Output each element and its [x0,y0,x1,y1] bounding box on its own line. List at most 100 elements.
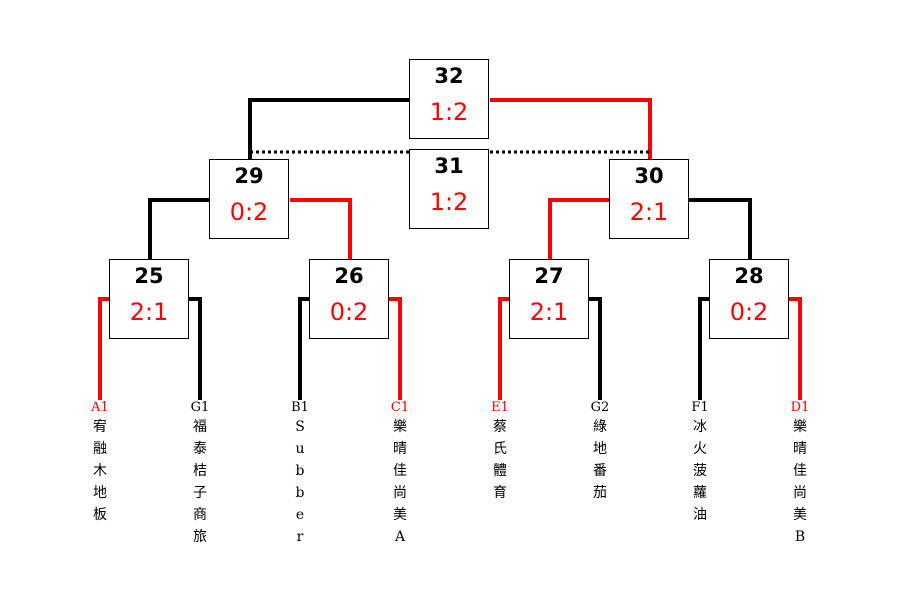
team-name-char: S [295,419,305,435]
bracket-line-30-to-32 [490,98,652,159]
match-number: 29 [234,164,264,188]
match-number: 32 [434,64,464,88]
team-name-char: 商 [193,507,207,523]
bracket-line-27-to-30 [548,198,609,259]
team-code: G1 [190,400,210,415]
bracket-line-28-to-30 [689,198,752,259]
match-box-32: 32 1:2 [409,59,489,139]
team-name-char: 晴 [393,441,407,457]
bracket-line-d1 [789,297,802,400]
team-a1: A1 宥融木地板 [85,400,115,526]
match-box-28: 28 0:2 [709,259,789,339]
team-code: B1 [291,400,309,415]
team-name-char: 美 [393,507,407,523]
team-code: D1 [790,400,810,415]
team-name-char: 菠 [693,463,707,479]
match-box-30: 30 2:1 [609,159,689,239]
team-name-char: 綠 [593,419,607,435]
team-name-char: 尚 [793,485,807,501]
match-box-31: 31 1:2 [409,149,489,229]
team-name-char: 蘿 [693,485,707,501]
team-name-char: 子 [193,485,207,501]
team-name-char: 桔 [193,463,207,479]
match-score: 1:2 [429,98,469,126]
team-name-char: 晴 [793,441,807,457]
team-name-char: 冰 [693,419,707,435]
team-f1: F1 冰火菠蘿油 [685,400,715,526]
team-name-char: 板 [93,507,107,523]
match-score: 0:2 [729,298,769,326]
team-e1: E1 蔡氏體育 [485,400,515,504]
team-code: C1 [390,400,410,415]
bracket-line-g2 [589,297,602,400]
match-number: 25 [134,264,164,288]
team-name-char: 育 [493,485,507,501]
team-name-char: 樂 [793,419,807,435]
team-name-char: 融 [93,441,107,457]
match-number: 27 [534,264,564,288]
team-name: 宥融木地板 [85,416,115,526]
match-score: 0:2 [329,298,369,326]
match-number: 30 [634,164,664,188]
team-name-char: 泰 [193,441,207,457]
match-number: 26 [334,264,364,288]
team-name-char: 佳 [793,463,807,479]
team-name-char: B [794,529,806,545]
team-name-char: b [295,485,305,501]
team-name: 福泰桔子商旅 [185,416,215,548]
bracket-line-c1 [389,297,402,400]
team-name-char: 尚 [393,485,407,501]
team-name-char: 地 [593,441,607,457]
team-name-char: 氏 [493,441,507,457]
bracket-line-e1 [498,297,509,400]
team-g2: G2 綠地番茄 [585,400,615,504]
team-name-char: A [394,529,406,545]
team-code: E1 [491,400,509,415]
team-name-char: 油 [693,507,707,523]
bracket-line-29-to-32 [248,98,409,159]
team-name: 綠地番茄 [585,416,615,504]
team-name-char: 旅 [193,529,207,545]
team-name-char: e [295,507,305,523]
team-name-char: 體 [493,463,507,479]
team-name: 冰火菠蘿油 [685,416,715,526]
team-name: 蔡氏體育 [485,416,515,504]
match-box-25: 25 2:1 [109,259,189,339]
bracket-line-26-to-29 [290,198,352,259]
team-name-char: 地 [93,485,107,501]
match-box-26: 26 0:2 [309,259,389,339]
team-name-char: 火 [693,441,707,457]
team-name-char: 宥 [93,419,107,435]
team-name-char: 美 [793,507,807,523]
match-number: 31 [434,154,464,178]
bracket-line-f1 [698,297,709,400]
bracket-line-g1 [189,297,202,400]
match-box-29: 29 0:2 [209,159,289,239]
team-g1: G1 福泰桔子商旅 [185,400,215,548]
team-name-char: r [296,529,304,545]
team-name-char: 茄 [593,485,607,501]
team-name-char: 木 [93,463,107,479]
team-name-char: u [295,441,305,457]
team-name-char: 蔡 [493,419,507,435]
match-score: 0:2 [229,198,269,226]
match-box-27: 27 2:1 [509,259,589,339]
bracket-line-a1 [98,297,109,400]
team-name-char: 番 [593,463,607,479]
team-name-char: 樂 [393,419,407,435]
match-score: 2:1 [529,298,569,326]
team-code: F1 [691,400,709,415]
team-name-char: 佳 [393,463,407,479]
team-code: A1 [91,400,109,415]
match-score: 2:1 [129,298,169,326]
team-name-char: 福 [193,419,207,435]
match-score: 1:2 [429,188,469,216]
bracket-line-25-to-29 [148,198,209,259]
